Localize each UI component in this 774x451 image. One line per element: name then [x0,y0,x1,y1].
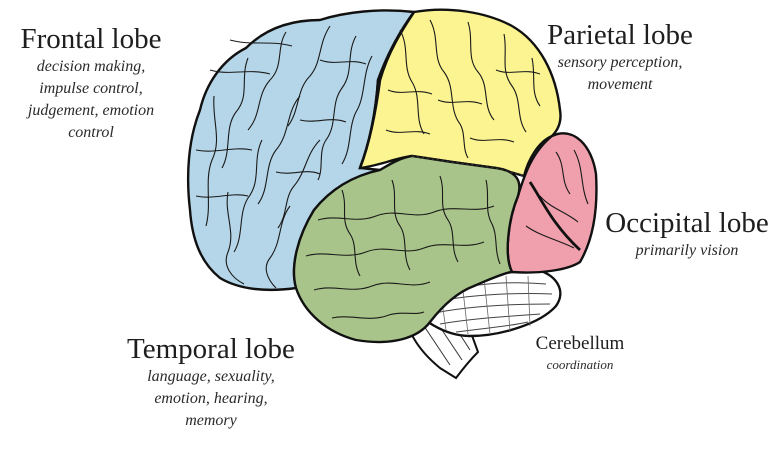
frontal-lobe-title: Frontal lobe [6,22,176,56]
temporal-desc-line: emotion, hearing, [118,388,304,410]
parietal-desc-line: movement [535,74,705,96]
frontal-desc-line: decision making, [6,56,176,78]
occipital-lobe-description: primarily vision [602,240,772,262]
cerebellum-label: Cerebellum coordination [520,332,640,374]
parietal-lobe-title: Parietal lobe [535,18,705,52]
cerebellum-description: coordination [520,356,640,374]
frontal-desc-line: control [6,122,176,144]
cerebellum-title: Cerebellum [520,332,640,356]
temporal-lobe-title: Temporal lobe [118,332,304,366]
temporal-lobe-label: Temporal lobe language, sexuality, emoti… [118,332,304,432]
cerebellum-desc-line: coordination [520,356,640,374]
temporal-desc-line: language, sexuality, [118,366,304,388]
parietal-lobe-description: sensory perception, movement [535,52,705,96]
temporal-lobe-description: language, sexuality, emotion, hearing, m… [118,366,304,432]
frontal-lobe-label: Frontal lobe decision making, impulse co… [6,22,176,144]
frontal-desc-line: judgement, emotion [6,100,176,122]
occipital-lobe-label: Occipital lobe primarily vision [602,206,772,262]
frontal-desc-line: impulse control, [6,78,176,100]
occipital-lobe-title: Occipital lobe [602,206,772,240]
frontal-lobe-description: decision making, impulse control, judgem… [6,56,176,144]
temporal-desc-line: memory [118,410,304,432]
occipital-desc-line: primarily vision [602,240,772,262]
parietal-desc-line: sensory perception, [535,52,705,74]
parietal-lobe-label: Parietal lobe sensory perception, moveme… [535,18,705,96]
